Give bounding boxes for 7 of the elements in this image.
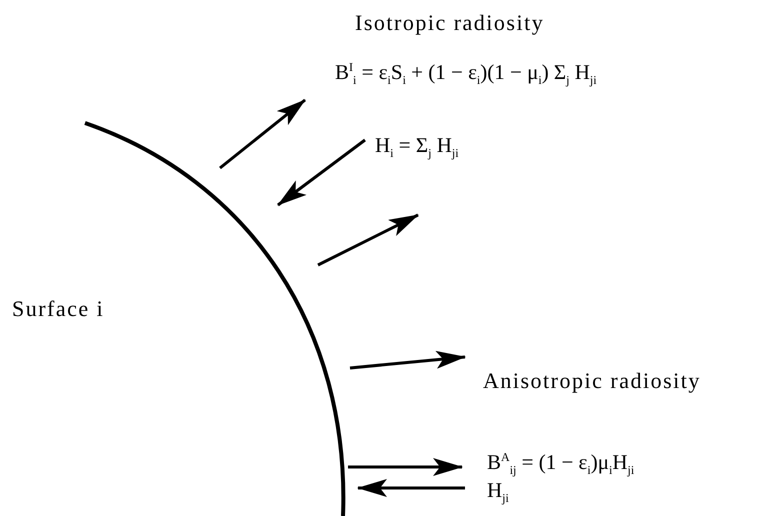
label-text: Surface i bbox=[12, 296, 104, 322]
heading-text: Anisotropic radiosity bbox=[483, 368, 701, 394]
equation: B$^{A}$$_{ij}$ = (1 − ε$_{i}$)μ$_{i}$H$_{ji}$ bbox=[487, 450, 634, 478]
equation: H$_{i}$ = Σ$_{j}$ H$_{ji}$ bbox=[375, 133, 459, 161]
equation: B$^{I}$$_{i}$ = ε$_{i}$S$_{i}$ + (1 − ε$_{i}$)(1 − μ$_{i}$) Σ$_{j}$ H$_{ji}$ bbox=[335, 60, 597, 88]
heading-text: Isotropic radiosity bbox=[355, 10, 544, 36]
equation: H$_{ji}$ bbox=[487, 478, 509, 506]
